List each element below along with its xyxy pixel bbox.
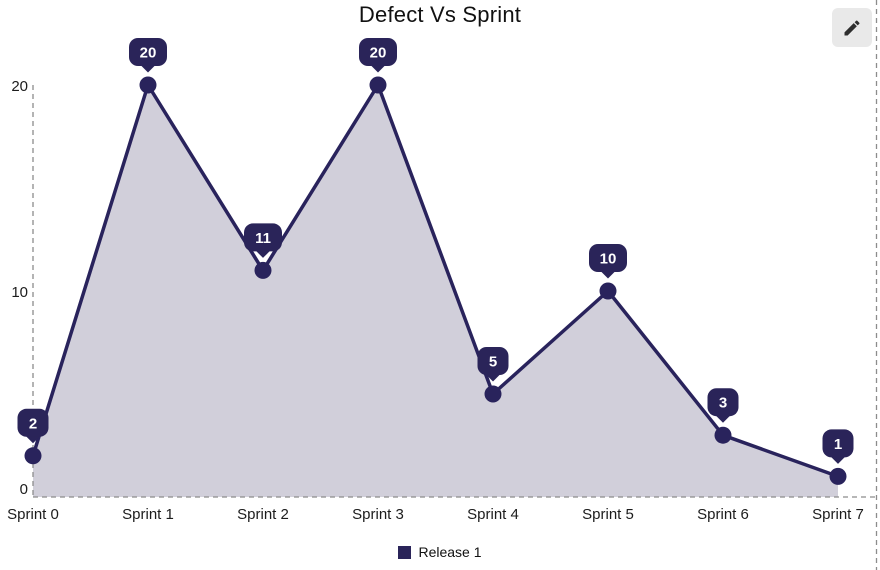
- x-tick-label: Sprint 4: [467, 506, 519, 523]
- data-label-badge: [822, 429, 854, 458]
- x-tick-label: Sprint 5: [582, 506, 634, 523]
- legend-item-release-1[interactable]: Release 1: [0, 544, 880, 560]
- data-label-badge: [129, 38, 167, 66]
- legend-swatch: [398, 545, 412, 559]
- legend-label: Release 1: [418, 544, 482, 560]
- data-label-pointer: [25, 435, 41, 444]
- data-label-text: 20: [140, 45, 157, 62]
- data-label-text: 2: [29, 415, 37, 432]
- data-label-pointer: [715, 415, 731, 423]
- data-label-text: 20: [370, 45, 387, 62]
- data-label-pointer: [140, 65, 156, 73]
- data-label-text: 5: [489, 354, 497, 371]
- data-label-badge: [359, 38, 397, 66]
- data-label-pointer: [370, 65, 386, 73]
- data-point[interactable]: [599, 282, 617, 300]
- data-label-badge: [589, 244, 627, 272]
- x-tick-label: Sprint 7: [812, 506, 864, 523]
- y-tick-label: 10: [11, 284, 28, 301]
- data-point[interactable]: [829, 467, 847, 485]
- series-line: [31, 83, 840, 479]
- pencil-icon: [844, 19, 860, 35]
- data-label-pointer: [830, 456, 846, 464]
- y-tick-label: 0: [20, 481, 28, 498]
- data-point[interactable]: [484, 385, 502, 403]
- data-label-text: 1: [834, 436, 842, 453]
- data-point[interactable]: [24, 447, 42, 465]
- data-point[interactable]: [139, 76, 157, 94]
- data-label-text: 3: [719, 395, 727, 412]
- data-point[interactable]: [369, 76, 387, 94]
- data-label-pointer: [600, 271, 616, 279]
- data-label-badge: [17, 408, 49, 437]
- area-fill: [33, 85, 838, 497]
- data-label-badge: [707, 388, 739, 417]
- x-tick-label: Sprint 2: [237, 506, 289, 523]
- data-label-pointer: [485, 374, 501, 382]
- x-tick-label: Sprint 0: [7, 506, 59, 523]
- x-tick-label: Sprint 1: [122, 506, 174, 523]
- data-label-pointer: [255, 250, 271, 258]
- x-tick-label: Sprint 6: [697, 506, 749, 523]
- data-point[interactable]: [714, 426, 732, 444]
- data-label-badge: [477, 347, 509, 375]
- y-tick-label: 20: [11, 78, 28, 95]
- data-point[interactable]: [254, 261, 272, 279]
- data-label-badge: [244, 223, 282, 252]
- data-label-text: 11: [255, 230, 271, 247]
- data-label-text: 10: [600, 251, 617, 268]
- edit-button[interactable]: [832, 8, 872, 47]
- x-tick-label: Sprint 3: [352, 506, 404, 523]
